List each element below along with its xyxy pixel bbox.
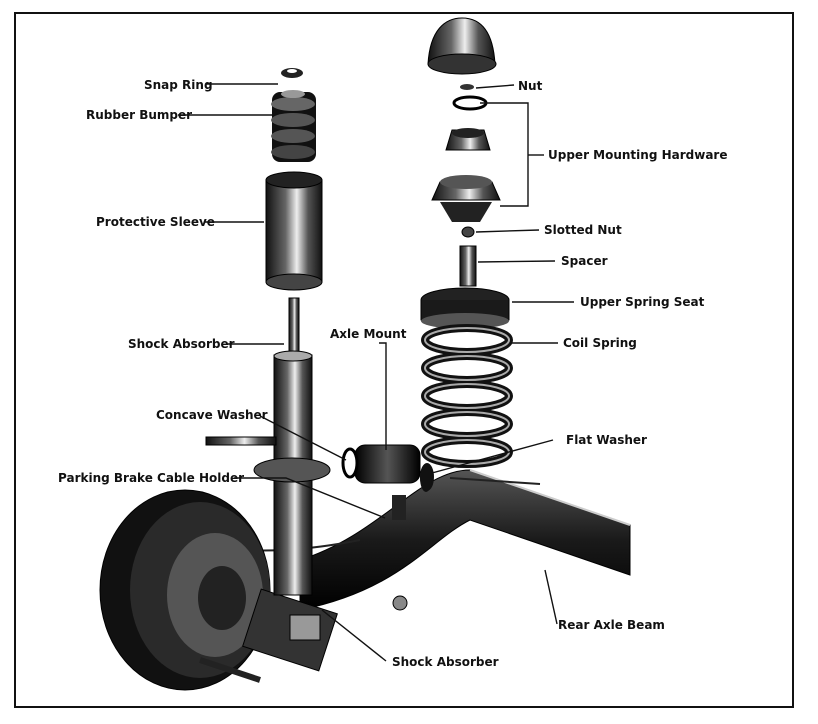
coil-spring-assembly — [420, 287, 541, 492]
label-nut: Nut — [518, 79, 543, 93]
label-flat-washer: Flat Washer — [566, 433, 647, 447]
leader-lines — [178, 83, 574, 662]
label-protective-sleeve: Protective Sleeve — [96, 215, 215, 229]
protective-sleeve-part — [265, 171, 323, 291]
label-axle-mount: Axle Mount — [330, 327, 407, 341]
label-upper-mounting-hardware: Upper Mounting Hardware — [548, 148, 728, 162]
label-spacer: Spacer — [561, 254, 608, 268]
label-upper-spring-seat: Upper Spring Seat — [580, 295, 705, 309]
label-rubber-bumper: Rubber Bumper — [86, 108, 193, 122]
brake-drum — [99, 489, 338, 691]
rear-axle-beam — [189, 469, 631, 611]
upper-mount-stack — [427, 17, 501, 287]
label-rear-axle-beam: Rear Axle Beam — [558, 618, 665, 632]
label-coil-spring: Coil Spring — [563, 336, 637, 350]
label-slotted-nut: Slotted Nut — [544, 223, 622, 237]
shock-absorber-assembly — [205, 68, 331, 596]
label-shock-absorber-top: Shock Absorber — [128, 337, 235, 351]
label-snap-ring: Snap Ring — [144, 78, 213, 92]
label-concave-washer: Concave Washer — [156, 408, 268, 422]
label-parking-brake-cable-holder: Parking Brake Cable Holder — [58, 471, 244, 485]
label-shock-absorber-bottom: Shock Absorber — [392, 655, 499, 669]
rubber-bumper-part — [271, 90, 316, 162]
